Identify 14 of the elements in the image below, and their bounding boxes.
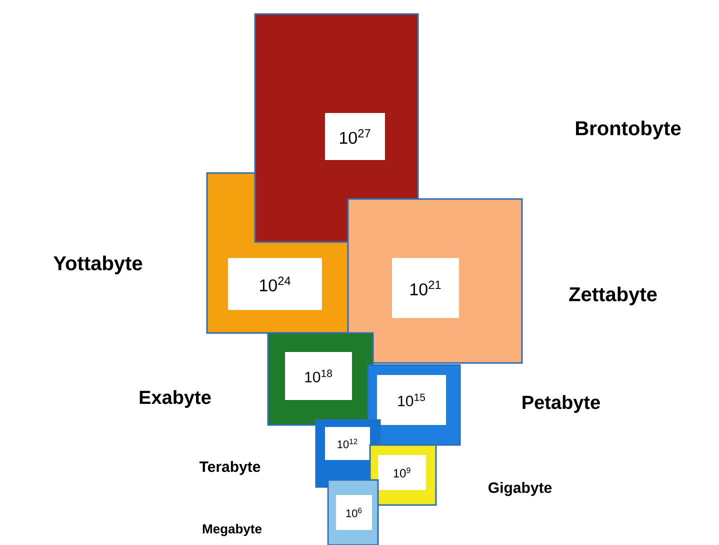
size-label: Petabyte: [522, 395, 600, 413]
size-label: Zettabyte: [569, 286, 657, 306]
size-square: 10$^{27}$: [254, 13, 419, 243]
size-square: 10$^{15}$: [367, 364, 461, 446]
size-label: Exabyte: [140, 390, 211, 408]
size-label: Gigabyte: [488, 482, 552, 496]
size-label: Brontobyte: [576, 120, 681, 140]
size-square: 10$^{6}$: [327, 479, 379, 545]
size-square: 10$^{9}$: [369, 444, 437, 506]
size-label: Yottabyte: [54, 256, 142, 274]
size-label: Megabyte: [202, 524, 262, 536]
size-square: 10$^{18}$: [267, 332, 374, 426]
size-label: Terabyte: [199, 461, 260, 475]
size-square: 10$^{21}$: [347, 198, 523, 364]
